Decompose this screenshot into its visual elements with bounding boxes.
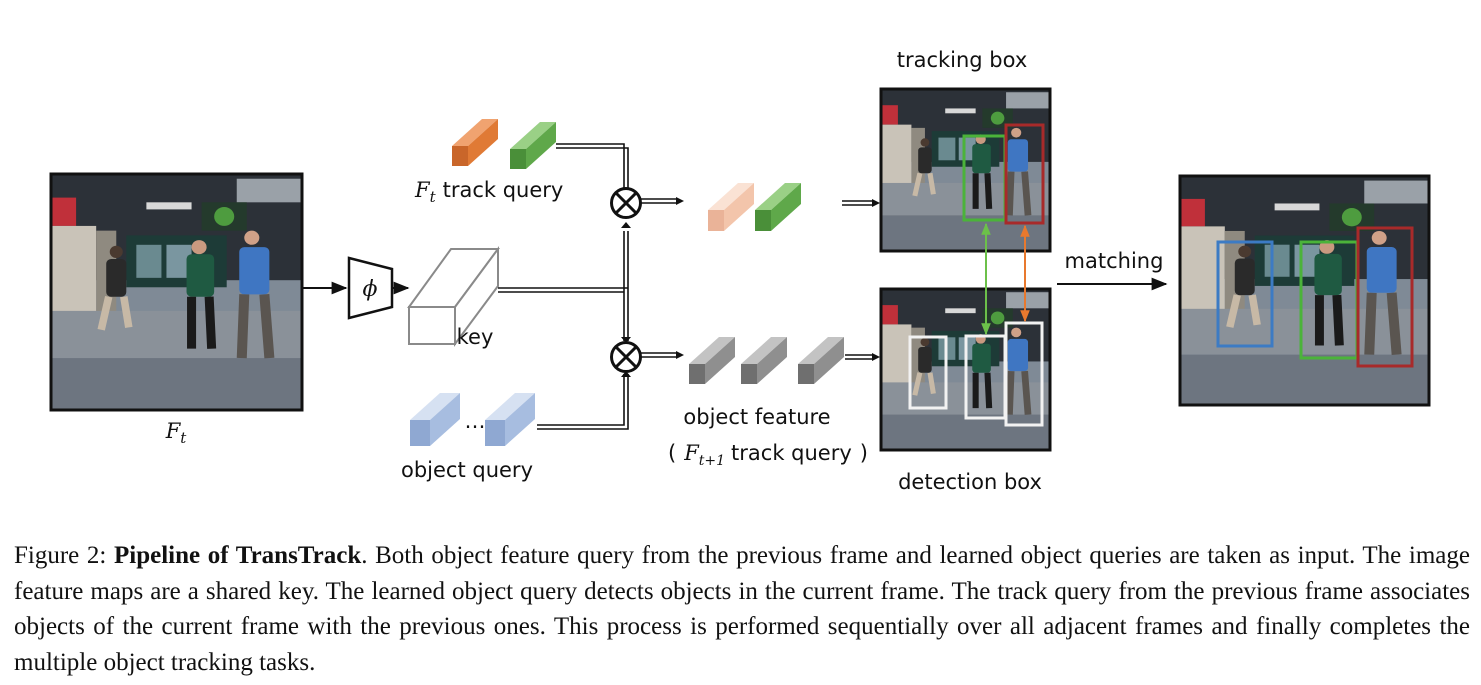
figure-caption: Figure 2: Pipeline of TransTrack. Both o… <box>14 538 1470 680</box>
object-query-block-2 <box>485 393 535 446</box>
arrowhead-top-output <box>676 197 684 205</box>
track-query-block-orange <box>452 119 498 166</box>
backbone-encoder-shape <box>347 256 394 320</box>
connector-lines <box>498 143 629 430</box>
object-feature-label: object feature <box>683 405 830 429</box>
arrowhead-bottom-output <box>676 351 684 359</box>
tracking-box-red <box>1004 123 1045 225</box>
track-query-block-green <box>510 122 556 169</box>
detection-box-white-1 <box>908 335 948 410</box>
caption-body: . Both object feature query from the pre… <box>14 542 1470 676</box>
arrowhead-to-tracking-image <box>872 199 880 207</box>
caption-title: Pipeline of TransTrack <box>114 542 362 569</box>
tracking-feature-block-faded-orange <box>708 183 754 231</box>
output-tracking-result-image <box>1178 174 1431 407</box>
object-feature-block-2 <box>741 337 787 384</box>
arrow-to-detection-image <box>845 354 872 360</box>
matching-label: matching <box>1065 249 1164 273</box>
key-label: key <box>457 325 494 349</box>
arrowhead-key-up <box>621 222 631 228</box>
tracking-box-label: tracking box <box>897 48 1028 72</box>
detection-box-image <box>879 287 1052 452</box>
detection-box-label: detection box <box>898 470 1042 494</box>
object-query-ellipsis: … <box>465 409 486 433</box>
object-query-block-1 <box>410 393 460 446</box>
arrow-bottom-operator-output <box>641 352 676 358</box>
caption-prefix: Figure 2: <box>14 542 107 569</box>
object-query-label: object query <box>401 458 533 482</box>
arrowhead-to-detection-image <box>872 353 880 361</box>
key-feature-box <box>407 245 500 348</box>
arrowhead-key-down <box>621 337 631 343</box>
tracking-box-image <box>879 87 1052 253</box>
arrowhead-object-query-up <box>621 371 631 377</box>
input-frame-label: Ft <box>165 419 188 447</box>
object-feature-block-3 <box>798 337 844 384</box>
input-frame-image <box>49 172 304 412</box>
output-box-red <box>1356 226 1414 368</box>
detection-box-white-3 <box>1004 321 1044 427</box>
tracking-feature-block-green <box>755 183 801 231</box>
arrow-top-operator-output <box>641 198 676 204</box>
arrow-to-tracking-image <box>842 200 872 206</box>
object-feature-block-1 <box>689 337 735 384</box>
output-box-blue <box>1216 240 1274 348</box>
backbone-phi-label: ϕ <box>363 277 378 302</box>
attention-operator-top <box>610 187 642 219</box>
attention-operator-bottom <box>610 341 642 373</box>
